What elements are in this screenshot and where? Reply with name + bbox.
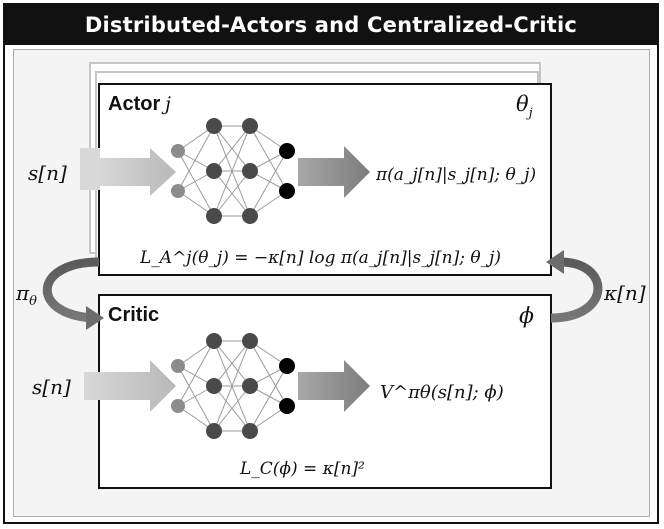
hidden-node [206, 378, 222, 394]
network-edge [213, 170, 251, 217]
critic-param: ϕ [519, 304, 534, 329]
input-node [171, 184, 185, 198]
actor-input-arrow-tail [80, 148, 100, 190]
network-edge [213, 340, 251, 432]
hidden-node [242, 118, 258, 134]
hidden-node [242, 208, 258, 224]
network-edge [249, 150, 288, 217]
hidden-node [242, 333, 258, 349]
actor-param: θj [516, 92, 533, 121]
critic-label: Critic [108, 304, 159, 326]
network-edge [177, 125, 215, 192]
critic-box: Critic ϕ s[n] V^πθ(s[n]; ϕ) L_C(ϕ) = κ[n… [32, 294, 552, 489]
critic-network [171, 333, 295, 439]
output-node [279, 398, 295, 414]
critic-input-arrow [84, 360, 176, 412]
network-edge [213, 125, 251, 217]
network-edge [249, 340, 288, 407]
critic-loss: L_C(ϕ) = κ[n]² [239, 459, 365, 479]
policy-link-label: πθ [15, 281, 37, 309]
network-edge [213, 385, 251, 432]
hidden-node [206, 333, 222, 349]
hidden-node [206, 118, 222, 134]
hidden-node [242, 423, 258, 439]
input-node [171, 359, 185, 373]
input-node [171, 399, 185, 413]
diagram-title: Distributed-Actors and Centralized-Criti… [5, 5, 657, 45]
critic-input-label: s[n] [32, 375, 71, 399]
network-edge [213, 340, 251, 387]
policy-link-arrow: πθ [15, 257, 104, 330]
actor-index: j [161, 93, 171, 115]
network-edge [177, 365, 215, 432]
advantage-link-label: κ[n] [603, 281, 646, 305]
critic-output-arrow [298, 360, 370, 412]
advantage-link-arrow: κ[n] [546, 250, 646, 323]
actor-label: Actor [108, 93, 160, 115]
output-node [279, 183, 295, 199]
hidden-node [206, 423, 222, 439]
network-edge [177, 150, 215, 217]
hidden-node [206, 208, 222, 224]
output-node [279, 143, 295, 159]
network-edge [249, 125, 288, 192]
network-edge [177, 340, 215, 407]
hidden-node [206, 163, 222, 179]
network-edge [249, 365, 288, 432]
actor-output-label: π(a_j[n]|s_j[n]; θ_j) [375, 165, 536, 185]
input-node [171, 144, 185, 158]
actor-loss: L_A^j(θ_j) = −κ[n] log π(a_j[n]|s_j[n]; … [139, 248, 501, 268]
hidden-node [242, 378, 258, 394]
network-edge [213, 125, 251, 172]
critic-output-label: V^πθ(s[n]; ϕ) [380, 382, 504, 403]
hidden-node [242, 163, 258, 179]
output-node [279, 358, 295, 374]
actor-input-arrow [100, 148, 176, 196]
actor-network [171, 118, 295, 224]
actor-input-label: s[n] [28, 161, 67, 185]
actor-output-arrow [298, 146, 370, 198]
actor-box: Actor j θj s[n] π(a_j[n]|s_j[n]; θ_j) L_… [28, 83, 552, 276]
